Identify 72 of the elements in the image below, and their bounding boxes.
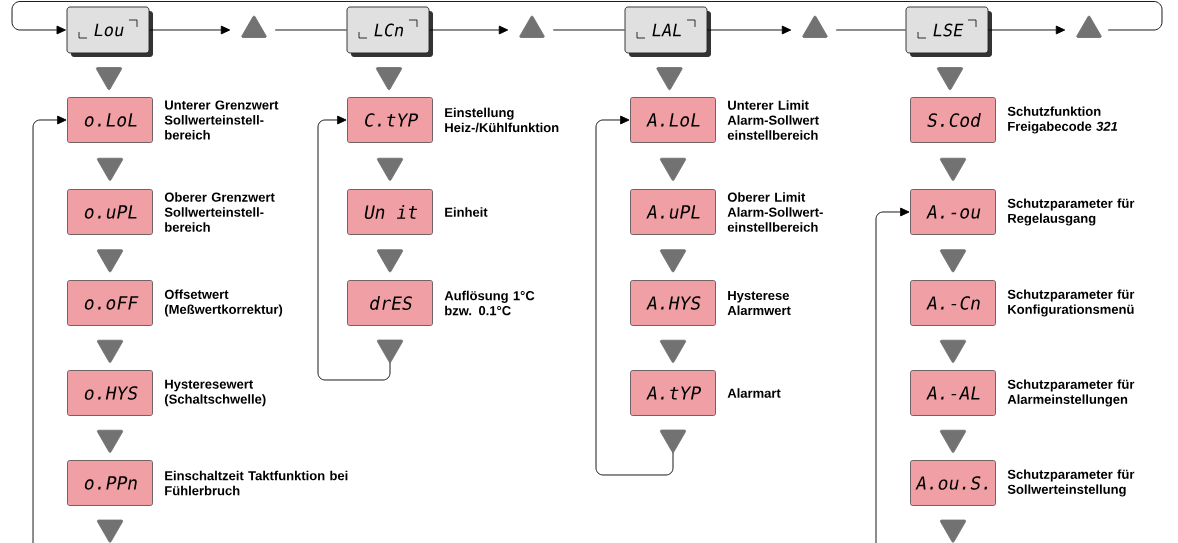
arrow [707,25,792,35]
arrow [375,67,403,91]
display-box: o.LoL [67,97,153,143]
menu-box: LSE [905,6,992,57]
triangle-symbol [1076,15,1102,38]
display-box: A.-AL [910,370,996,416]
display-box: A.tYP [630,370,716,416]
description-text: Offsetwert (Meßwertkorrektur) [164,289,283,317]
display-box: A.HYS [630,280,716,326]
arrow [656,67,683,91]
description-text: Unterer Grenzwert Sollwerteinstell- bereich [164,100,279,140]
arrow [939,339,967,363]
triangle-symbol [519,15,545,38]
description-text: Schutzparameter für Sollwerteinstellung [1007,469,1135,497]
arrow [595,115,674,476]
display-box: A.-ou [910,189,996,235]
arrow [939,157,967,181]
description-text: Oberer Grenzwert Sollwerteinstell- bereich [164,192,275,232]
description-text: Einschaltzeit Taktfunktion bei Fühlerbruch [165,470,348,496]
arrow [96,339,124,363]
display-box: A.ou.S. [910,460,996,506]
arrow [32,115,67,543]
arrow [988,25,1066,35]
arrow [659,339,687,363]
display-box: o.uPL [67,189,153,235]
arrow [376,339,404,363]
arrow [96,429,124,453]
display-box: C.tYP [347,97,433,143]
description-text: Einstellung Heiz-/Kühlfunktion [445,107,559,133]
description-text: Schutzparameter für Konfigurationsmenü [1007,289,1135,317]
description-text: Oberer Limit Alarm-Sollwert- einstellbereich [727,192,823,232]
arrow [149,25,231,35]
arrow [659,429,687,453]
arrow [96,249,124,273]
triangle-symbol [802,15,828,38]
description-text: Auflösung 1°C bzw. 0.1°C [444,290,535,316]
display-box: o.PPn [67,460,153,506]
arrow [376,157,404,181]
arrow [317,115,391,381]
description-text: Unterer Limit Alarm-Sollwert einstellbereich [727,100,819,140]
triangle-symbol [241,15,267,38]
description-text: Schutzfunktion Freigabecode 321 [1007,106,1118,134]
arrow [95,67,123,91]
display-box: o.oFF [67,280,153,326]
arrow [429,25,509,35]
description-text: Schutzparameter für Regelausgang [1007,198,1135,226]
menu-box: LCn [346,6,433,57]
arrow [11,1,1163,35]
display-box: o.HYS [67,370,153,416]
arrow [875,207,910,543]
description-text: Alarmart [727,388,781,398]
display-box: A.LoL [630,97,716,143]
arrow [939,519,967,543]
menu-box: Lou [66,6,153,57]
arrow [96,157,124,181]
description-text: Hysteresewert (Schaltschwelle) [164,379,266,407]
menu-box: LAL [624,6,711,57]
display-box: A.uPL [630,189,716,235]
description-text: Schutzparameter für Alarmeinstellungen [1007,379,1135,407]
arrow [659,157,687,181]
display-box: Un it [347,189,433,235]
display-box: A.-Cn [910,280,996,326]
arrow [939,429,967,453]
arrow [936,67,964,91]
arrow [376,249,404,273]
arrow [96,519,124,543]
description-text: Hysterese Alarmwert [727,290,791,316]
arrow [939,249,967,273]
description-text: Einheit [445,207,488,217]
arrow [659,249,687,273]
display-box: drES [347,280,433,326]
display-box: S.Cod [910,97,996,143]
